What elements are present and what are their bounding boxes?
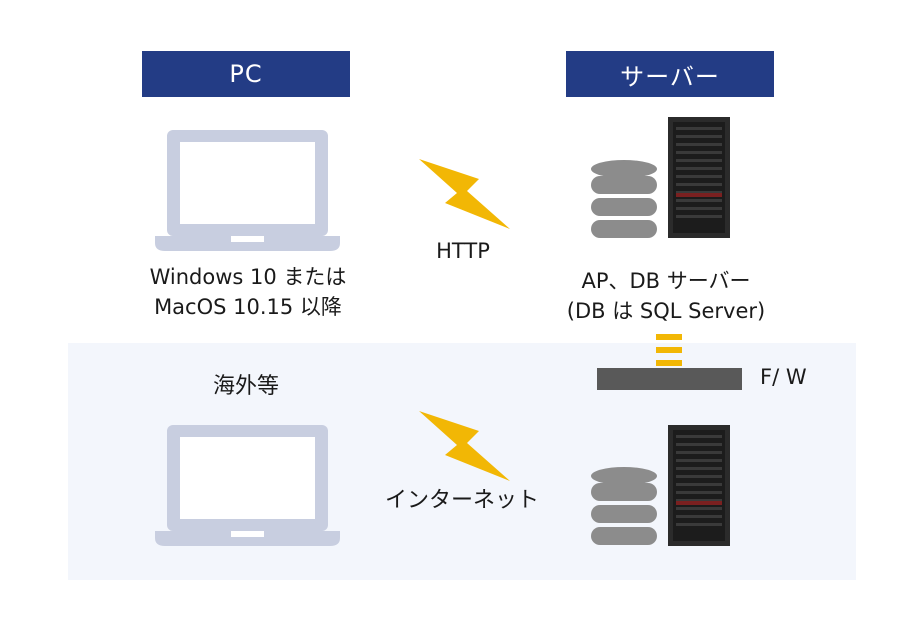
overseas-title: 海外等 xyxy=(212,374,279,399)
lightning-icon xyxy=(413,153,513,233)
database-icon xyxy=(588,158,660,240)
laptop-icon xyxy=(155,128,340,254)
firewall-connector xyxy=(656,334,682,368)
lightning-icon xyxy=(413,405,513,485)
laptop-icon xyxy=(155,423,340,549)
pc-caption-line2: MacOS 10.15 以降 xyxy=(154,295,342,319)
server-caption-line2: (DB は SQL Server) xyxy=(566,299,766,323)
server-rack-icon xyxy=(668,425,730,546)
pc-caption-line1: Windows 10 または xyxy=(149,265,347,289)
server-rack-icon xyxy=(668,117,730,238)
database-icon xyxy=(588,465,660,547)
server-header: サーバー xyxy=(566,51,774,97)
server-caption-line1: AP、DB サーバー xyxy=(581,269,751,293)
http-label: HTTP xyxy=(436,239,490,263)
pc-header: PC xyxy=(142,51,350,97)
server-header-label: サーバー xyxy=(620,62,720,91)
firewall-bar xyxy=(597,368,742,390)
pc-caption: Windows 10 または MacOS 10.15 以降 xyxy=(140,262,356,322)
firewall-label: F/ W xyxy=(760,365,807,389)
pc-header-label: PC xyxy=(229,60,263,88)
server-caption: AP、DB サーバー (DB は SQL Server) xyxy=(548,266,784,326)
internet-label: インターネット xyxy=(384,488,539,513)
